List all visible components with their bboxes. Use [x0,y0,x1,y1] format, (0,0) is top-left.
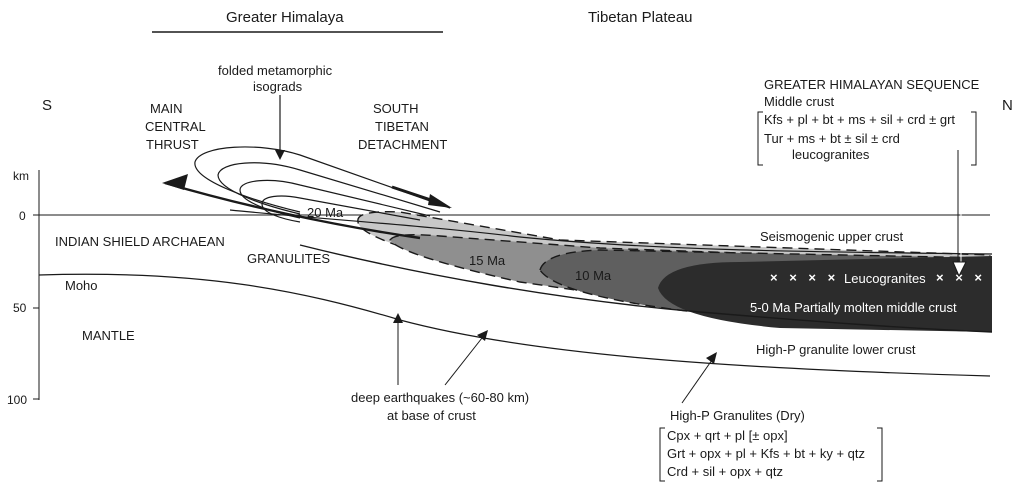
depth-tick-label-0: 0 [19,209,26,223]
granulite-box-title: High-P Granulites (Dry) [670,408,805,423]
molten-middle-label: 5-0 Ma Partially molten middle crust [750,300,957,315]
std-label-1: SOUTH [373,101,419,116]
south-label: S [42,97,52,114]
std-arrowhead [428,194,452,208]
ghs-line-1: Kfs + pl + bt + ms + sil + crd ± grt [764,112,955,127]
leucogranites-label: Leucogranites [844,271,926,286]
depth-tick-label-50: 50 [13,301,27,315]
ghs-right-bracket [971,112,976,165]
earthquake-arrow-2 [445,338,482,385]
ghs-subtitle: Middle crust [764,94,834,109]
ghs-line-3: leucogranites [792,147,870,162]
indian-shield-label: INDIAN SHIELD ARCHAEAN [55,234,225,249]
seismogenic-label: Seismogenic upper crust [760,229,903,244]
mantle-label: MANTLE [82,328,135,343]
greater-himalaya-label: Greater Himalaya [226,9,344,26]
mct-arrowhead [162,174,188,190]
isograd-label-2: isograds [253,79,303,94]
earthquakes-label-1: deep earthquakes (~60-80 km) [351,390,529,405]
ghs-title: GREATER HIMALAYAN SEQUENCE [764,77,980,92]
std-label-3: DETACHMENT [358,137,447,152]
age-10ma: 10 Ma [575,268,612,283]
age-20ma: 20 Ma [307,205,344,220]
earthquake-arrow-2-head [477,330,488,341]
granulite-pointer [682,360,712,403]
mct-label-3: THRUST [146,137,199,152]
mct-label-1: MAIN [150,101,183,116]
lower-crust-label: High-P granulite lower crust [756,342,916,357]
isograd-label-1: folded metamorphic [218,63,333,78]
earthquakes-label-2: at base of crust [387,408,476,423]
granulite-line-3: Crd + sil + opx + qtz [667,464,783,479]
zone-molten [658,256,992,332]
moho-label: Moho [65,278,98,293]
tibetan-plateau-label: Tibetan Plateau [588,9,693,26]
granulite-right-bracket [877,428,882,481]
granulite-left-bracket [660,428,665,481]
granulite-pointer-head [706,352,717,364]
north-label: N [1002,97,1013,114]
age-15ma: 15 Ma [469,253,506,268]
std-label-2: TIBETAN [375,119,429,134]
ghs-line-2: Tur + ms + bt ± sil ± crd [764,131,900,146]
granulite-line-1: Cpx + qrt + pl [± opx] [667,428,788,443]
isograd-pointer-head [275,150,285,160]
depth-tick-label-100: 100 [7,393,27,407]
ghs-left-bracket [758,112,763,165]
mct-label-2: CENTRAL [145,119,206,134]
granulite-line-2: Grt + opx + pl + Kfs + bt + ky + qtz [667,446,865,461]
leucogranite-marks-left: × × × × [770,270,839,285]
granulites-label: GRANULITES [247,251,330,266]
depth-unit: km [13,169,29,183]
